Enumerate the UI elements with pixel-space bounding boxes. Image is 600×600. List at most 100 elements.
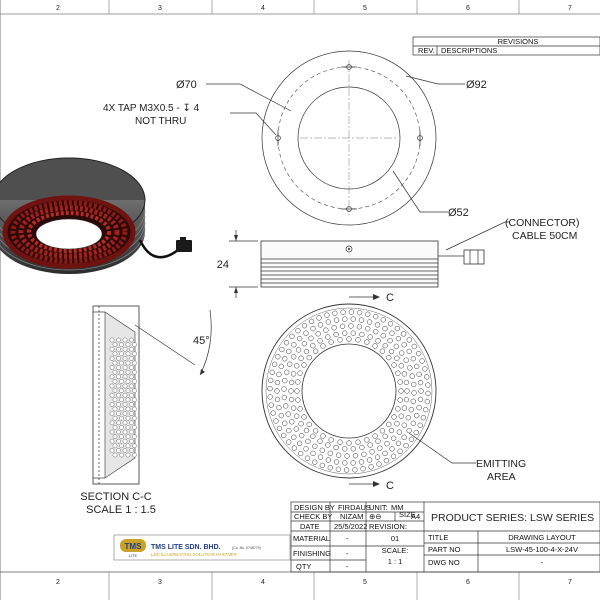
- led-lens: [350, 330, 356, 336]
- led-lens: [359, 444, 365, 451]
- led-lens: [325, 334, 331, 340]
- led-lens: [394, 325, 400, 332]
- led-lens: [333, 331, 339, 338]
- section-led: [112, 434, 118, 439]
- revision-value: 01: [391, 534, 399, 543]
- section-led: [119, 397, 124, 403]
- section-led: [109, 365, 115, 370]
- led-lens: [411, 381, 417, 388]
- revisions-title: REVISIONS: [498, 37, 539, 46]
- section-led: [125, 379, 131, 384]
- led-lens: [324, 312, 330, 318]
- design-by-label: DESIGN BY: [294, 503, 335, 512]
- led-lens: [416, 371, 422, 378]
- led-lens: [312, 459, 318, 465]
- section-led: [119, 388, 124, 393]
- led-lens: [409, 373, 415, 379]
- led-lens: [403, 379, 410, 386]
- led-lens: [320, 433, 326, 439]
- section-led: [132, 434, 137, 439]
- led-lens: [395, 370, 401, 376]
- section-led: [125, 425, 131, 430]
- led-lens: [348, 323, 354, 329]
- section-led: [129, 346, 134, 352]
- section-led: [122, 402, 128, 407]
- led-lens: [301, 323, 308, 329]
- led-lens: [350, 316, 356, 322]
- section-led: [109, 420, 115, 426]
- section-led: [122, 392, 128, 398]
- led-lens: [310, 343, 316, 349]
- section-led: [112, 369, 118, 375]
- section-led: [109, 411, 115, 416]
- led-lens: [408, 436, 415, 442]
- section-led: [125, 351, 131, 357]
- section-led: [112, 351, 118, 357]
- title-block-text: DESIGN BY FIRDAUS CHECK BY NIZAM DATE 25…: [293, 503, 594, 571]
- led-lens: [352, 467, 358, 473]
- led-lens: [327, 450, 333, 456]
- led-lens: [282, 377, 288, 384]
- section-led: [112, 452, 118, 458]
- led-lens: [348, 309, 355, 315]
- led-lens: [335, 452, 342, 458]
- led-lens: [288, 379, 295, 386]
- zone-number: 6: [466, 5, 470, 12]
- led-lens: [386, 421, 392, 428]
- led-lens: [294, 413, 300, 419]
- size-value: A4: [411, 512, 420, 521]
- dia52-label: Ø52: [448, 207, 469, 219]
- section-led: [119, 342, 124, 347]
- led-lens: [379, 348, 386, 354]
- led-lens: [327, 465, 333, 471]
- section-led: [132, 452, 137, 458]
- led-lens: [386, 354, 392, 361]
- led-lens: [413, 429, 419, 436]
- section-scale: SCALE 1 : 1.5: [86, 504, 156, 516]
- led-lens: [398, 388, 404, 394]
- led-lens: [286, 427, 292, 434]
- led-lens: [284, 369, 290, 375]
- led-lens: [273, 418, 279, 424]
- led-lens: [304, 455, 311, 461]
- section-led: [116, 356, 121, 361]
- led-lens: [359, 331, 365, 338]
- section-led: [129, 356, 134, 361]
- top-view: [261, 50, 437, 226]
- material-label: MATERIAL: [293, 534, 330, 543]
- tap-note-line1: 4X TAP M3X0.5 - ↧ 4: [103, 103, 200, 114]
- led-lens: [420, 415, 427, 421]
- section-led: [119, 415, 124, 421]
- section-led: [129, 402, 134, 407]
- led-lens: [382, 433, 388, 439]
- led-lens: [269, 369, 275, 375]
- section-led: [125, 415, 131, 421]
- company-reg: (Co. No. 0748779): [232, 546, 261, 550]
- led-lens: [350, 446, 356, 452]
- scale-value: 1 : 1: [388, 557, 403, 566]
- dia92-label: Ø92: [466, 79, 487, 91]
- led-lens: [317, 338, 323, 344]
- section-led: [119, 351, 124, 357]
- led-lens: [298, 355, 304, 361]
- product-series: PRODUCT SERIES: LSW SERIES: [431, 512, 594, 524]
- led-lens: [289, 419, 295, 425]
- led-lens: [293, 426, 299, 432]
- dwg-no-value: -: [541, 558, 544, 567]
- led-lens: [403, 357, 409, 363]
- zone-number: 3: [158, 579, 162, 586]
- section-led: [109, 438, 115, 444]
- dwg-no-label: DWG NO: [428, 558, 460, 567]
- section-led: [116, 383, 121, 389]
- emitting-line2: AREA: [487, 471, 516, 483]
- design-by-value: FIRDAUS: [338, 503, 371, 512]
- led-lens: [294, 388, 300, 394]
- section-led: [129, 438, 134, 444]
- led-lens: [397, 448, 403, 454]
- led-lens: [401, 422, 407, 428]
- section-led: [119, 406, 124, 412]
- led-lens: [281, 386, 287, 392]
- section-led: [116, 448, 121, 453]
- section-led: [129, 337, 134, 343]
- led-lens: [374, 322, 381, 328]
